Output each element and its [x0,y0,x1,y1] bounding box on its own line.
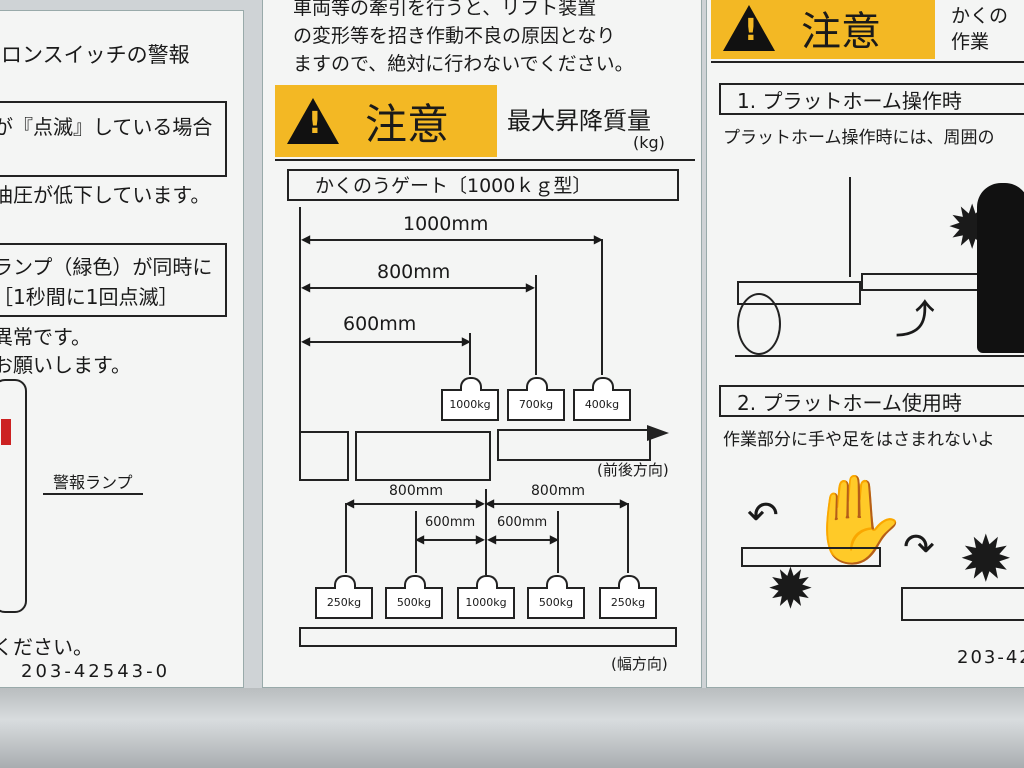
sec1-text: プラットホーム操作時には、周囲の [723,128,995,148]
platform-width-bar [299,627,677,647]
right-warning-triangle-icon [723,5,775,51]
weight-width-250kg-right: 250kg [599,575,657,619]
drop-line-800 [535,275,537,375]
sec2-curve-arrow-icon-left: ↶ [747,493,779,537]
sec1-up-arrow-icon: ⤴ [895,297,935,343]
left-code: 203-42543-0 [21,661,171,682]
direction-front-back: (前後方向) [597,461,669,479]
lamp-diagram [0,379,27,613]
left-line-1: が『点滅』している場合 [0,115,213,139]
platform-segment-2 [497,429,651,461]
weight-700kg: 700kg [507,377,565,421]
header-divider [275,159,695,161]
right-code: 203-42 [957,647,1024,668]
left-line-6: お願いします。 [0,353,131,377]
dim-line-600 [301,334,471,348]
right-label-panel: 注意 かくの 作業 1. プラットホーム操作時 プラットホーム操作時には、周囲の… [706,0,1024,688]
dim-label-600: 600mm [343,313,417,335]
dim-line-1000 [301,232,603,246]
left-line-4: ［1秒間に1回点滅］ [0,285,179,309]
drop-line-wb-1 [345,503,347,573]
weight-1000kg: 1000kg [441,377,499,421]
left-title: ロンスイッチの警報 [1,43,190,67]
drop-line-wb-5 [627,503,629,573]
dim-label-600-right: 600mm [497,515,548,530]
sec2-platform-right [901,587,1024,621]
left-label-panel: ロンスイッチの警報 が『点滅』している場合 油圧が低下しています。 ランプ（緑色… [0,10,244,688]
weight-400kg: 400kg [573,377,631,421]
center-label-panel: 車両等の牽引を行うと、リフト装置 の変形等を招き作動不良の原因となり ますので、… [262,0,702,688]
direction-width: (幅方向) [611,655,668,673]
dim-label-800-left: 800mm [389,483,443,499]
right-header-divider [711,61,1024,63]
sec1-ground-line [735,355,1024,357]
drop-line-wb-4 [557,511,559,573]
sec2-title: 2. プラットホーム使用時 [737,391,962,415]
sec1-gate-post [849,177,851,277]
dim-line-800 [301,280,535,294]
sec1-title-box [719,83,1024,115]
caution-banner: 注意 [275,85,497,157]
center-top-text-3: ますので、絶対に行わないでください。 [293,53,634,75]
lamp-indicator [1,419,11,445]
platform-tip [647,425,669,441]
center-top-text-1: 車両等の牽引を行うと、リフト装置 [293,0,597,19]
left-line-5: 異常です。 [0,325,91,349]
sec2-text: 作業部分に手や足をはさまれないよ [723,430,995,450]
left-box-2 [0,243,227,317]
left-line-3: ランプ（緑色）が同時に [0,255,213,279]
sec1-truck-bed [737,281,861,305]
right-caution-banner: 注意 [711,0,935,59]
gate-title-box [287,169,679,201]
truck-bed-block [299,431,349,481]
warning-triangle-icon [287,98,339,144]
weight-width-500kg-left: 500kg [385,575,443,619]
dim-line-600-left [415,532,485,546]
truck-body-frame [0,688,1024,768]
left-box-1 [0,101,227,177]
right-caution-text: 注意 [801,9,881,55]
sec2-impact-icon-left: ✹ [767,557,814,622]
drop-line-wb-2 [415,511,417,573]
weight-width-250kg-left: 250kg [315,575,373,619]
drop-line-600 [469,333,471,375]
sec2-impact-icon-right: ✹ [959,523,1013,597]
center-axis-line [485,489,487,575]
sec2-title-box [719,385,1024,417]
gate-title: かくのうゲート〔1000ｋｇ型〕 [315,175,592,197]
sec1-wheel [737,293,781,355]
dim-line-600-right [487,532,559,546]
max-lift-label: 最大昇降質量 [507,107,651,135]
center-top-text-2: の変形等を招き作動不良の原因となり [293,25,616,47]
sec1-title: 1. プラットホーム操作時 [737,89,962,113]
sec2-curve-arrow-icon-right: ↷ [903,525,935,569]
lamp-label: 警報ランプ [53,473,133,492]
right-side-text-2: 作業 [951,31,990,53]
dim-label-800: 800mm [377,261,451,283]
dim-label-1000: 1000mm [403,213,489,235]
dim-label-600-left: 600mm [425,515,476,530]
unit-label: (kg) [633,133,665,152]
dim-label-800-right: 800mm [531,483,585,499]
right-side-text-1: かくの [951,5,1009,27]
dim-line-800-left [345,496,485,510]
lamp-leader-line [43,493,143,495]
left-line-2: 油圧が低下しています。 [0,183,211,207]
sec1-person-icon [977,183,1024,353]
caution-text: 注意 [365,99,450,149]
origin-line [299,207,301,437]
sec2-platform-left [741,547,881,567]
dim-line-800-right [485,496,629,510]
weight-width-500kg-right: 500kg [527,575,585,619]
left-line-7: ください。 [0,635,93,659]
weight-width-1000kg: 1000kg [457,575,515,619]
platform-segment-1 [355,431,491,481]
drop-line-1000 [601,239,603,375]
